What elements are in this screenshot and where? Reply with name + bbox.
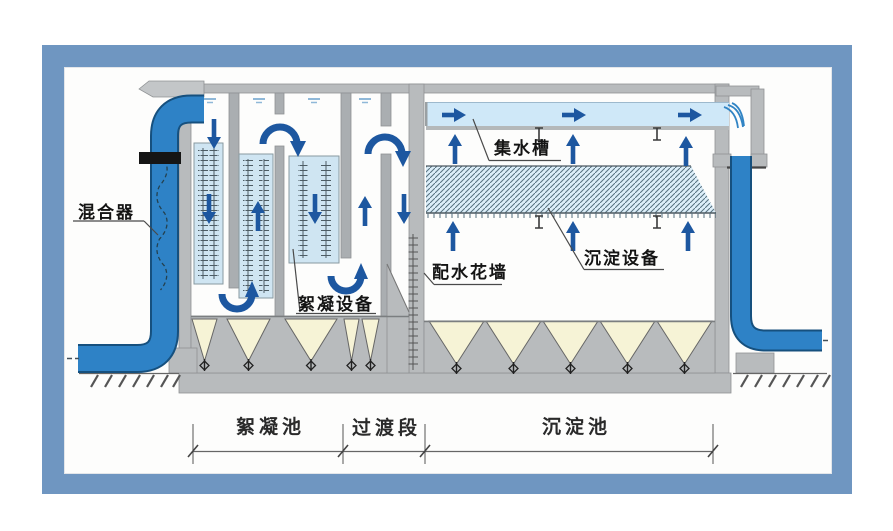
perforated-wall-holes [408, 234, 418, 370]
flow-arrow-up-icon [679, 136, 693, 166]
flow-uturn-arrow-icon [218, 281, 259, 313]
flow-arrow-up-icon [446, 221, 460, 251]
inlet-hood [138, 80, 205, 98]
flocculation-equipment-label: 絮凝设备 [298, 295, 374, 315]
top-rail [178, 83, 730, 94]
slope-edge [386, 263, 410, 313]
leader-lines [73, 118, 664, 315]
static-mixer-element [156, 159, 168, 291]
settler-module [426, 165, 716, 218]
left-wall [178, 83, 192, 374]
dimension-line [187, 424, 719, 464]
collecting-trough-label: 集水槽 [494, 139, 551, 159]
flow-arrow-up-icon [448, 134, 462, 164]
flow-arrow-up-icon [566, 221, 580, 251]
outlet-ledge-right [750, 153, 768, 168]
flocculation-grid-panels [193, 142, 340, 299]
outlet-ledge-left [712, 153, 732, 168]
outlet-foundation [735, 352, 775, 374]
settling-equipment-label: 沉淀设备 [584, 249, 660, 269]
flow-overflow-arc-icon [364, 133, 411, 167]
baffle-4-stub [380, 92, 392, 127]
flow-arrow-up-icon [358, 196, 372, 226]
zone-label-transition-section: 过渡段 [352, 417, 422, 439]
transition-slope [386, 263, 410, 374]
zone-label-sedimentation-tank: 沉淀池 [542, 416, 612, 438]
inlet-pipe [67, 94, 204, 373]
zone-label-flocculation-tank: 絮凝池 [236, 416, 306, 438]
diagram-canvas: 混合器 絮凝设备 配水花墙 集水槽 沉淀设备 絮凝池 过渡段 沉淀池 [64, 67, 832, 474]
process-diagram [67, 80, 831, 464]
outlet-right-wall [750, 88, 765, 163]
sludge-hoppers [191, 318, 713, 365]
outlet-pipe [727, 156, 831, 352]
baffle-1 [228, 92, 240, 289]
flow-uturn-arrow-icon [327, 263, 368, 295]
baffle-3 [340, 92, 352, 259]
perforated-wall [408, 83, 425, 374]
waterfall-icon [723, 102, 745, 129]
pipe-flange [139, 152, 181, 164]
baffle-2 [274, 145, 285, 317]
flow-arrow-up-icon [681, 221, 695, 251]
flow-overflow-arc-icon [259, 123, 306, 157]
flow-arrows [202, 108, 702, 313]
distribution-wall-label: 配水花墙 [432, 263, 508, 283]
flow-arrow-up-icon [566, 134, 580, 164]
mixer-label: 混合器 [78, 203, 135, 223]
baffle-2-stub [274, 92, 285, 115]
bottom-slab [178, 372, 732, 394]
picture-frame: 混合器 絮凝设备 配水花墙 集水槽 沉淀设备 絮凝池 过渡段 沉淀池 [42, 45, 852, 494]
